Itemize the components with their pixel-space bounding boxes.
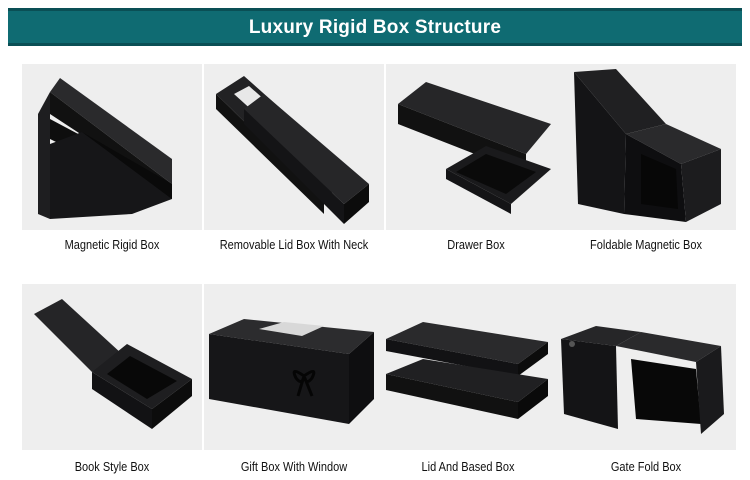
caption-foldable-magnetic-box: Foldable Magnetic Box	[590, 238, 702, 252]
book-style-box-image	[22, 284, 202, 450]
page-title: Luxury Rigid Box Structure	[248, 17, 502, 38]
caption-magnetic-rigid-box: Magnetic Rigid Box	[64, 238, 160, 252]
caption-lid-and-base-box: Lid And Based Box	[421, 460, 515, 474]
drawer-box-image	[386, 64, 566, 230]
caption-book-style-box: Book Style Box	[74, 460, 150, 474]
caption-gift-box-window: Gift Box With Window	[240, 460, 348, 474]
gift-box-window-image	[204, 284, 384, 450]
lid-box-with-neck-image	[204, 64, 384, 230]
caption-lid-box-with-neck: Removable Lid Box With Neck	[219, 238, 369, 252]
caption-gate-fold-box: Gate Fold Box	[610, 460, 682, 474]
foldable-magnetic-box-image	[556, 64, 736, 230]
title-banner: Luxury Rigid Box Structure	[8, 8, 742, 46]
magnetic-rigid-box-image	[22, 64, 202, 230]
caption-drawer-box: Drawer Box	[447, 238, 505, 252]
lid-and-base-box-image	[378, 284, 558, 450]
gate-fold-box-image	[556, 284, 736, 450]
